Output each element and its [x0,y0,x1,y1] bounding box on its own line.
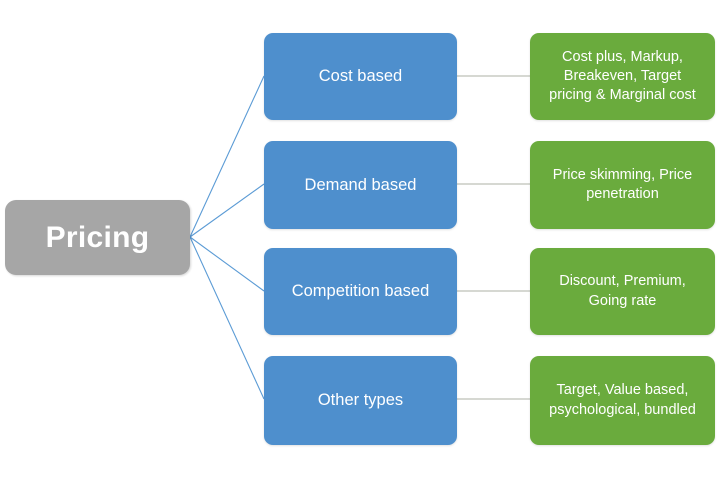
detail-node-demand-based[interactable]: Price skimming, Price penetration [530,141,715,229]
connector-root-to-demand-based [189,183,265,238]
detail-node-label: Target, Value based, psychological, bund… [549,382,696,418]
detail-node-cost-based[interactable]: Cost plus, Markup, Breakeven, Target pri… [530,33,715,120]
root-node-label: Pricing [45,220,150,254]
category-node-label: Other types [317,391,404,409]
detail-node-label: Cost plus, Markup, Breakeven, Target pri… [549,48,696,104]
detail-node-other-types[interactable]: Target, Value based, psychological, bund… [530,356,715,445]
connector-root-to-cost-based [189,75,265,238]
category-node-competition-based[interactable]: Competition based [264,248,457,335]
category-node-label: Cost based [318,67,403,85]
category-node-demand-based[interactable]: Demand based [264,141,457,229]
detail-node-competition-based[interactable]: Discount, Premium, Going rate [530,248,715,335]
root-node-pricing[interactable]: Pricing [5,200,190,275]
category-node-label: Competition based [291,282,430,300]
detail-node-label: Discount, Premium, Going rate [559,273,686,309]
detail-node-label: Price skimming, Price penetration [552,166,693,202]
category-node-other-types[interactable]: Other types [264,356,457,445]
connector-root-to-competition-based [189,236,265,292]
category-node-label: Demand based [304,175,417,194]
category-node-cost-based[interactable]: Cost based [264,33,457,120]
connector-root-to-other-types [189,236,265,400]
